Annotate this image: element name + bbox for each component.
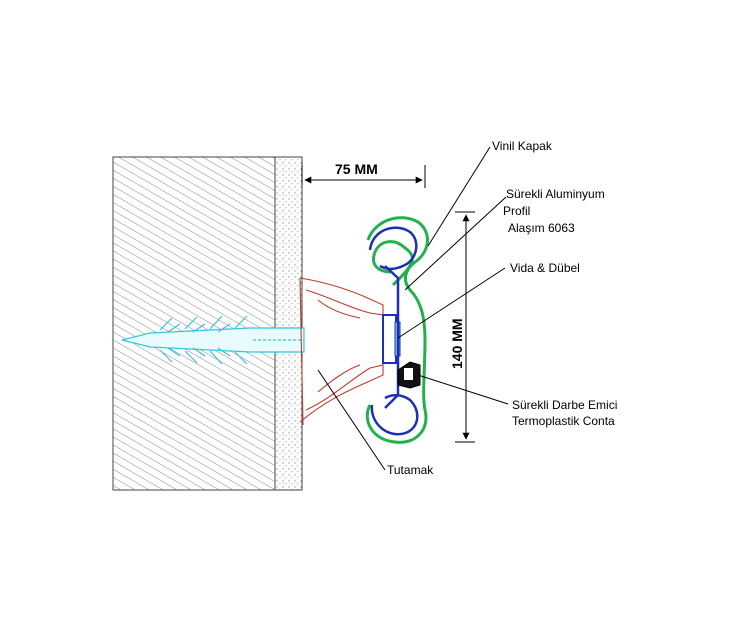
dowel	[121, 315, 305, 365]
leader-lines	[317, 146, 509, 471]
label-handle: Tutamak	[387, 463, 434, 477]
wall	[112, 156, 276, 491]
height-dimension-label: 140 MM	[449, 318, 465, 369]
label-gasket-2: Termoplastik Conta	[512, 414, 615, 428]
height-dimension	[455, 211, 475, 443]
label-aluminum-profile-3: Alaşım 6063	[508, 221, 575, 235]
label-gasket-1: Sürekli Darbe Emici	[512, 398, 617, 412]
vinyl-cover	[365, 216, 429, 444]
screw-plate	[382, 314, 397, 364]
label-aluminum-profile-1: Sürekli Aluminyum	[506, 187, 605, 201]
gasket	[397, 361, 421, 389]
plaster-layer	[274, 156, 303, 491]
width-dimension-label: 75 MM	[335, 161, 378, 177]
label-screw-dowel: Vida & Dübel	[510, 261, 580, 275]
width-dimension	[301, 165, 426, 188]
label-aluminum-profile-2: Profil	[503, 204, 530, 218]
aluminum-profile	[368, 226, 419, 436]
label-vinyl-cover: Vinil Kapak	[492, 139, 553, 153]
handle-bracket	[299, 277, 384, 426]
